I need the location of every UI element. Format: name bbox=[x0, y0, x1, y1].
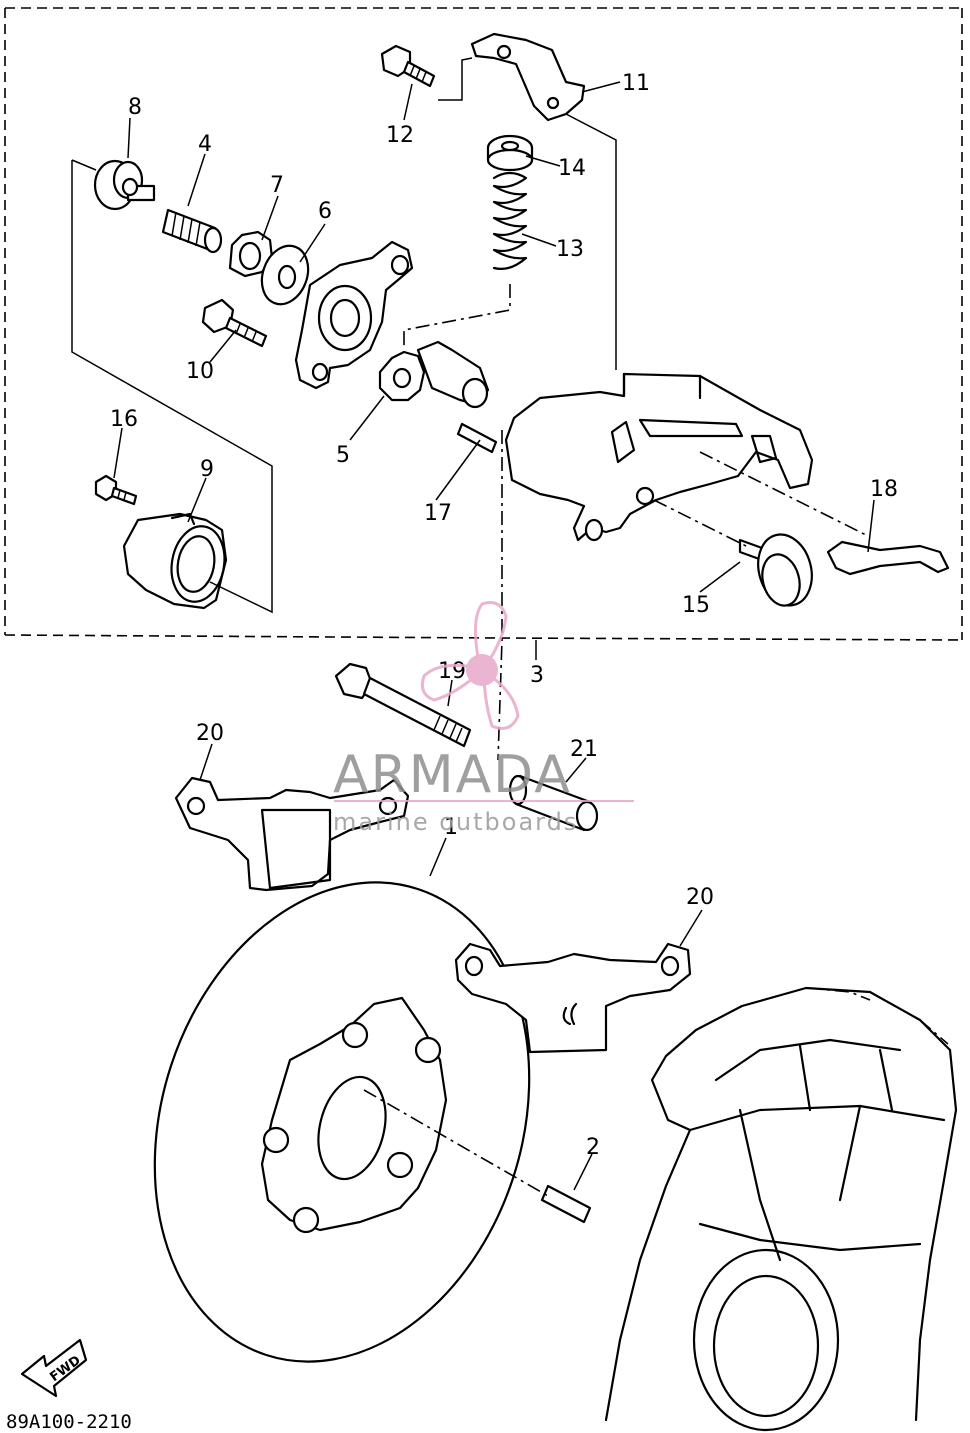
part-5-cam bbox=[378, 340, 490, 409]
callout-8: 8 bbox=[128, 95, 142, 120]
callout-16: 16 bbox=[110, 407, 138, 432]
watermark-title: ARMADA bbox=[333, 745, 572, 805]
callout-12: 12 bbox=[386, 123, 414, 148]
part-14-spring-seat bbox=[486, 134, 534, 172]
callout-9: 9 bbox=[200, 457, 214, 482]
part-8-knob bbox=[93, 159, 156, 211]
callout-15: 15 bbox=[682, 593, 710, 618]
callout-14: 14 bbox=[558, 156, 586, 181]
callout-13: 13 bbox=[556, 237, 584, 262]
caliper-body bbox=[504, 372, 814, 542]
part-11-lever bbox=[470, 32, 586, 122]
part-6-washer bbox=[260, 244, 310, 306]
callout-11: 11 bbox=[622, 71, 650, 96]
figure-code: 89A100-2210 bbox=[6, 1411, 132, 1433]
part-18-clip bbox=[826, 540, 950, 576]
callout-3: 3 bbox=[530, 663, 544, 688]
part-9-cylinder bbox=[122, 512, 228, 610]
part-17-pin bbox=[456, 422, 498, 454]
callout-7: 7 bbox=[270, 173, 284, 198]
part-20-brake-pad-left bbox=[174, 776, 410, 892]
callout-5: 5 bbox=[336, 443, 350, 468]
callout-10: 10 bbox=[186, 359, 214, 384]
fwd-arrow-icon: FWD bbox=[20, 1338, 88, 1398]
callout-2: 2 bbox=[586, 1135, 600, 1160]
callout-6: 6 bbox=[318, 199, 332, 224]
part-19-bolt bbox=[334, 662, 472, 748]
bracket-housing bbox=[294, 240, 414, 390]
callout-20-left: 20 bbox=[196, 721, 224, 746]
part-2-key bbox=[540, 1184, 592, 1224]
part-16-bolt bbox=[94, 474, 138, 506]
leader-lines bbox=[71, 57, 875, 1197]
frame-structure bbox=[604, 986, 958, 1432]
callout-19: 19 bbox=[438, 659, 466, 684]
watermark-subtitle: marine outboards bbox=[333, 808, 578, 836]
callouts: 8 4 7 6 10 12 11 14 13 5 16 9 17 18 15 3… bbox=[110, 71, 898, 1160]
part-20-brake-pad-right bbox=[454, 942, 692, 1054]
callout-1: 1 bbox=[444, 815, 458, 840]
callout-4: 4 bbox=[198, 132, 212, 157]
part-21-sleeve bbox=[508, 774, 599, 832]
watermark: ARMADA marine outboards bbox=[333, 601, 634, 836]
part-1-brake-disc bbox=[153, 881, 531, 1363]
assembly-boundary bbox=[4, 7, 963, 641]
part-12-bolt bbox=[380, 44, 436, 88]
part-10-bolt bbox=[201, 298, 268, 348]
callout-20-right: 20 bbox=[686, 885, 714, 910]
callout-18: 18 bbox=[870, 477, 898, 502]
part-15-piston bbox=[738, 533, 813, 607]
callout-17: 17 bbox=[424, 501, 452, 526]
propeller-logo-icon bbox=[420, 601, 520, 730]
part-13-spring bbox=[492, 171, 528, 270]
part-4-threaded-pin bbox=[161, 208, 223, 254]
callout-21: 21 bbox=[570, 737, 598, 762]
